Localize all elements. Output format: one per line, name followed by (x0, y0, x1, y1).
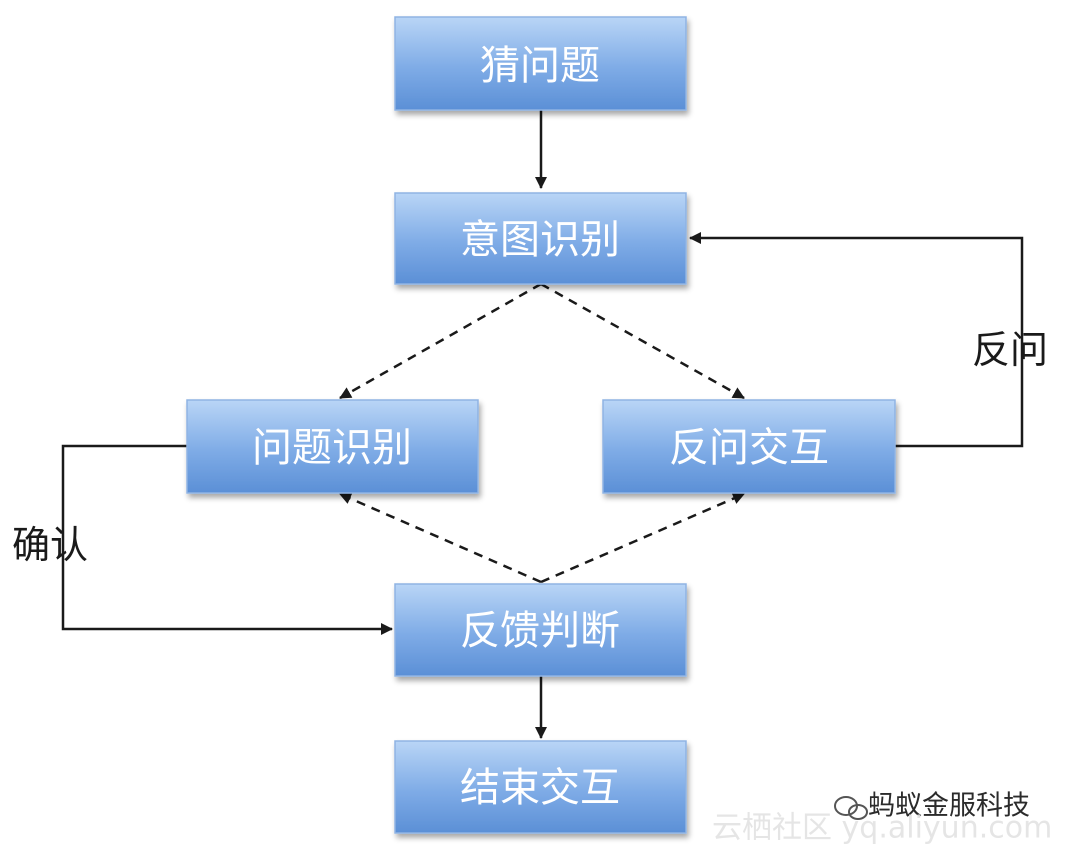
node-clarify-label: 反问交互 (669, 425, 829, 471)
node-intent-label: 意图识别 (460, 217, 620, 263)
wechat-icon (834, 796, 868, 820)
node-end-label: 结束交互 (460, 765, 620, 811)
node-feedback-label: 反馈判断 (460, 608, 620, 654)
node-intent: 意图识别 (394, 192, 687, 285)
node-clarify: 反问交互 (602, 399, 896, 494)
edge-label-ask-back: 反问 (972, 328, 1048, 372)
edge-intent-to-clarify (540, 282, 745, 400)
edge-feedback-to-clarify (540, 492, 745, 584)
edges (61, 110, 1024, 739)
node-end: 结束交互 (394, 740, 687, 834)
watermark: 蚂蚁金服科技 云栖社区 yq.aliyun.com (712, 791, 1052, 846)
watermark-brand: 蚂蚁金服科技 (868, 791, 1030, 822)
watermark-site: 云栖社区 yq.aliyun.com (712, 811, 1052, 846)
edge-label-confirm: 确认 (12, 523, 88, 567)
edge-clarify-to-intent (689, 232, 1024, 448)
edge-intent-to-question (339, 282, 542, 400)
edge-feedback-to-question (339, 492, 542, 584)
node-feedback: 反馈判断 (394, 583, 687, 677)
node-guess-label: 猜问题 (480, 43, 600, 89)
node-question-label: 问题识别 (252, 425, 412, 471)
node-question: 问题识别 (186, 399, 479, 494)
edge-question-to-feedback (61, 444, 393, 635)
node-guess: 猜问题 (394, 16, 687, 111)
